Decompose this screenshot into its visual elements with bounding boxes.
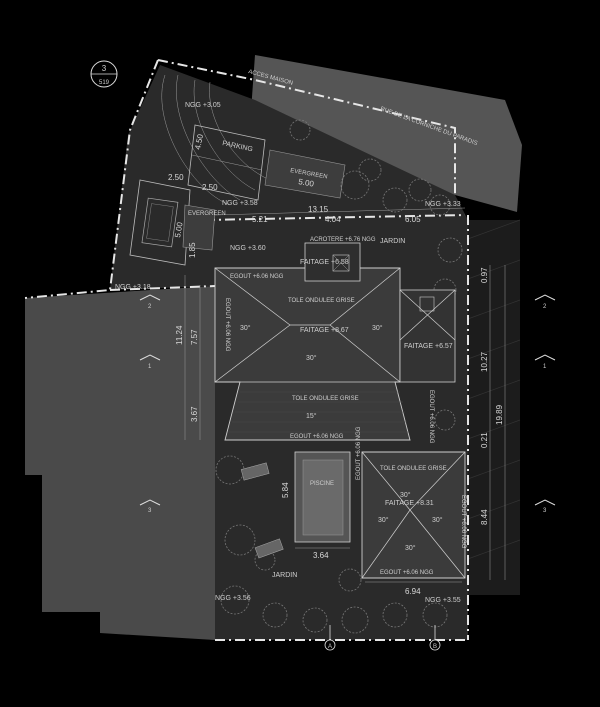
parking-area [129, 124, 266, 266]
dim-13-15: 13.15 [308, 205, 329, 214]
main-roof-slope-left: 30° [240, 324, 251, 332]
parcel-boundary-mid [109, 285, 216, 291]
dim-4-04: 4.04 [325, 215, 341, 224]
section-arrows [139, 294, 556, 506]
jardin-bottom: JARDIN [272, 572, 297, 579]
acrotere-level: ACROTERE +6.76 NGG [310, 237, 376, 243]
small-roof-faitage: FAITAGE +6.58 [300, 259, 349, 266]
hatched-strip [465, 220, 520, 595]
pool-height: 5.84 [281, 482, 290, 498]
main-roof-material: TOLE ONDULEE GRISE [288, 298, 355, 304]
evergreen-hedge [182, 149, 346, 251]
annex-roof-material: TOLE ONDULEE GRISE [380, 466, 447, 472]
driveway [161, 74, 271, 206]
right-roof [399, 289, 456, 383]
main-roof-egout-bottom: EGOUT +6.06 NGG [290, 434, 344, 440]
axis-mark-a: A [328, 644, 332, 650]
pool [294, 451, 351, 543]
section-number: 3 [102, 64, 107, 73]
parking-width: 4.50 [193, 133, 205, 151]
level-3-60: NGG +3.60 [230, 245, 266, 252]
parcel-boundary-inner [204, 214, 466, 221]
dim-3-67: 3.67 [190, 406, 199, 422]
level-3-18: NGG +3.18 [115, 284, 151, 291]
parcel-boundary-road [157, 59, 456, 195]
annex-slope-4: 30° [405, 544, 416, 552]
dim-8-44: 8.44 [480, 509, 489, 525]
annex-egout-right: EGOUT +6.06 NGG [460, 495, 466, 549]
annex-roof-faitage: FAITAGE +8.31 [385, 500, 434, 507]
pool-label: PISCINE [310, 481, 334, 487]
dimension-lines [184, 207, 506, 583]
main-roof-slope-bottom: 15° [306, 412, 317, 420]
axis-markers [324, 625, 441, 651]
dim-19-89: 19.89 [495, 404, 504, 425]
dim-5-21: 5.21 [252, 215, 268, 224]
annex-width: 6.94 [405, 587, 421, 596]
right-roof-faitage: FAITAGE +6.57 [404, 343, 453, 350]
annex-egout-left: EGOUT +6.06 NGG [356, 426, 362, 480]
section-mark-2-left: 2 [148, 304, 152, 310]
annex-slope-1: 30° [378, 516, 389, 524]
annex-slope-3: 30° [400, 491, 411, 499]
section-marker-top [90, 60, 118, 88]
parking-dim-2-50b: 2.50 [202, 183, 218, 192]
small-roof [304, 242, 361, 282]
main-roof-faitage: FAITAGE +8.67 [300, 327, 349, 334]
trees [215, 119, 463, 634]
section-mark-3-right: 3 [543, 508, 547, 514]
section-mark-3-left: 3 [148, 508, 152, 514]
main-roof-egout-top: EGOUT +6.06 NGG [230, 274, 284, 280]
section-mark-1-left: 1 [148, 364, 152, 370]
level-3-33: NGG +3.33 [425, 201, 461, 208]
neighbour-parcel-left [25, 286, 215, 640]
hatch-lines [464, 219, 521, 561]
dim-0-97: 0.97 [480, 267, 489, 283]
parking-dim-2-50: 2.50 [168, 173, 184, 182]
main-roof-egout-left: EGOUT +6.06 NGG [224, 298, 230, 352]
annex-egout-bottom: EGOUT +6.06 NGG [380, 570, 434, 576]
main-roof-slope-center: 30° [306, 354, 317, 362]
dim-11-24: 11.24 [175, 325, 184, 345]
pool-width: 3.64 [313, 551, 329, 560]
level-3-56: NGG +3.56 [215, 595, 251, 602]
dim-6-05: 6.05 [405, 215, 421, 224]
dim-0-21: 0.21 [480, 432, 489, 448]
section-sheet: 519 [99, 80, 110, 86]
level-3-55: NGG +3.55 [425, 597, 461, 604]
main-roof-material-2: TOLE ONDULEE GRISE [292, 396, 359, 402]
level-3-58: NGG +3.58 [222, 200, 258, 207]
parking-dim-5: 5.00 [173, 221, 185, 238]
axis-mark-b: B [433, 644, 437, 650]
main-roof-egout-right: EGOUT +6.06 NGG [428, 390, 434, 444]
annex-roof [361, 451, 466, 579]
main-roof-slope-right: 30° [372, 324, 383, 332]
jardin-top: JARDIN [380, 238, 405, 245]
dim-1-85: 1.85 [188, 242, 197, 258]
main-roof [214, 267, 411, 441]
dim-7-57: 7.57 [190, 329, 199, 345]
level-3-05: NGG +3.05 [185, 102, 221, 109]
section-mark-2-right: 2 [543, 304, 547, 310]
evergreen-dim: 5.00 [298, 177, 315, 189]
annex-slope-2: 30° [432, 516, 443, 524]
section-mark-1-right: 1 [543, 364, 547, 370]
dim-10-27: 10.27 [480, 351, 489, 372]
evergreen-label-2: EVERGREEN [188, 211, 226, 217]
loungers [240, 462, 284, 559]
